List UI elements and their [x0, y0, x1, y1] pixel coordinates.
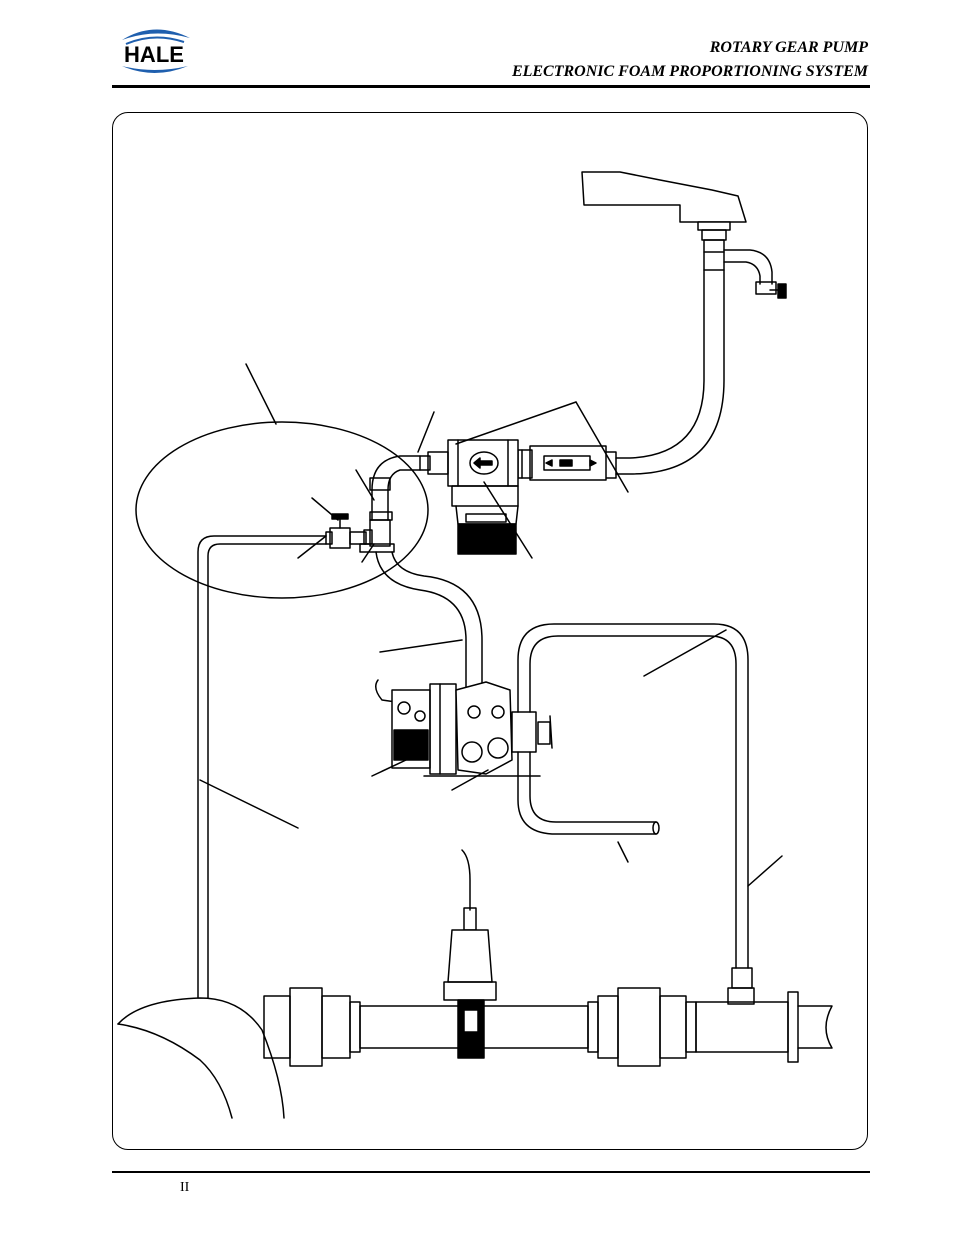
foam-injector-flowmeter [443, 849, 497, 1059]
page-number: II [180, 1180, 190, 1195]
discharge-piping [117, 967, 833, 1119]
foam-pump-top [419, 439, 519, 555]
bypass-hose [197, 535, 327, 1001]
callout-leaders [199, 363, 783, 887]
foam-discharge-hose [517, 623, 749, 969]
pump-suction-hose [375, 551, 483, 711]
foam-supply-hose [615, 269, 725, 475]
foam-strainer [517, 445, 617, 481]
logo-wordmark: HALE [124, 42, 184, 67]
foam-tank-outlet [581, 171, 747, 271]
tank-drain-valve [723, 249, 787, 299]
footer-divider [112, 1171, 870, 1173]
document-header: ROTARY GEAR PUMP ELECTRONIC FOAM PROPORT… [512, 36, 868, 84]
elbow-tee-assembly [359, 455, 421, 553]
header-divider [112, 85, 870, 88]
header-title-line2: ELECTRONIC FOAM PROPORTIONING SYSTEM [511, 63, 868, 80]
bypass-ball-valve [325, 513, 367, 549]
drain-hose [517, 751, 660, 835]
callout-circle [135, 421, 429, 599]
hale-logo-icon: HALE [122, 29, 190, 73]
header-title-line1: ROTARY GEAR PUMP [709, 39, 868, 56]
figure-frame [112, 112, 868, 1150]
motor-pump-assembly [375, 679, 553, 777]
hale-logo: HALE [108, 22, 200, 80]
